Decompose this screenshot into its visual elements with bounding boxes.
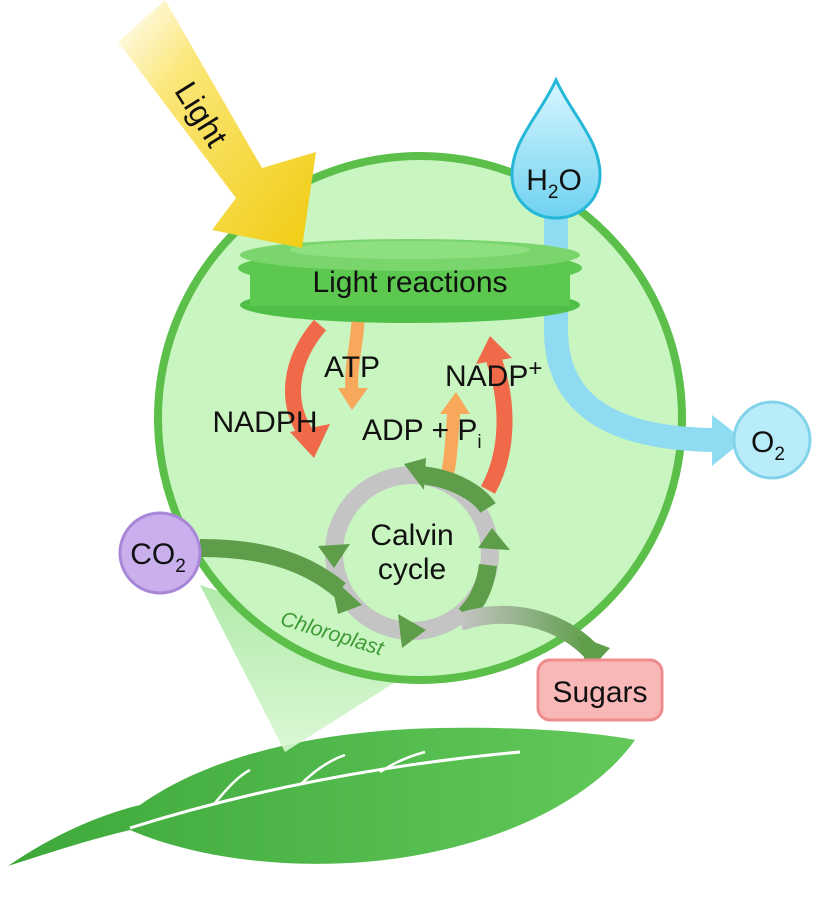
water-h: H [526, 164, 548, 197]
oxygen-label: O2 [751, 426, 785, 465]
adp-pi-text: ADP + P [362, 414, 477, 447]
water-droplet [510, 76, 602, 220]
calvin-arrowhead-right [478, 528, 510, 550]
calvin-arrowhead-left [318, 544, 350, 568]
light-reactions-label: Light reactions [312, 266, 507, 299]
calvin-arrowhead-bottom [398, 614, 426, 648]
co2-path [199, 539, 346, 597]
light-arrow [118, 0, 316, 248]
oxygen-bubble [732, 400, 812, 480]
sugars-label: Sugars [552, 676, 647, 709]
calvin-green-arc-top [418, 466, 496, 514]
nadp-superscript: + [528, 355, 542, 382]
nadp-arrowhead [476, 336, 512, 364]
adp-arrowhead [440, 392, 470, 414]
atp-label: ATP [324, 351, 380, 384]
co2-co: CO [130, 538, 175, 571]
co2-subscript: 2 [175, 556, 186, 577]
co2-bubble [118, 511, 202, 595]
co2-label: CO2 [130, 538, 186, 577]
calvin-label-line2: cycle [378, 553, 446, 586]
oxygen-o: O [751, 426, 774, 459]
atp-arrow [345, 321, 365, 391]
calvin-arrowhead-top [404, 458, 426, 490]
nadph-arrowhead [290, 424, 330, 458]
oxygen-arrowhead [712, 415, 744, 466]
atp-arrowhead [338, 388, 368, 410]
thylakoid-stack [238, 239, 582, 323]
adp-arrow [441, 409, 461, 474]
nadp-text: NADP [445, 360, 528, 393]
water-to-oxygen-path [544, 195, 721, 452]
nadp-plus-label: NADP+ [445, 355, 542, 393]
oxygen-subscript: 2 [774, 444, 785, 465]
water-label: H2O [526, 164, 582, 203]
calvin-label-line1: Calvin [370, 519, 453, 552]
sugars-path [457, 605, 597, 657]
leaf [8, 727, 635, 866]
adp-pi-label: ADP + Pi [362, 414, 482, 453]
sugars-box [536, 658, 664, 722]
co2-arrowhead [330, 576, 362, 614]
nadph-label: NADPH [212, 406, 317, 439]
nadp-arrow [480, 357, 513, 494]
nadph-arrow [285, 319, 327, 437]
water-subscript: 2 [548, 182, 559, 203]
water-o: O [558, 164, 581, 197]
adp-pi-subscript: i [477, 432, 481, 453]
